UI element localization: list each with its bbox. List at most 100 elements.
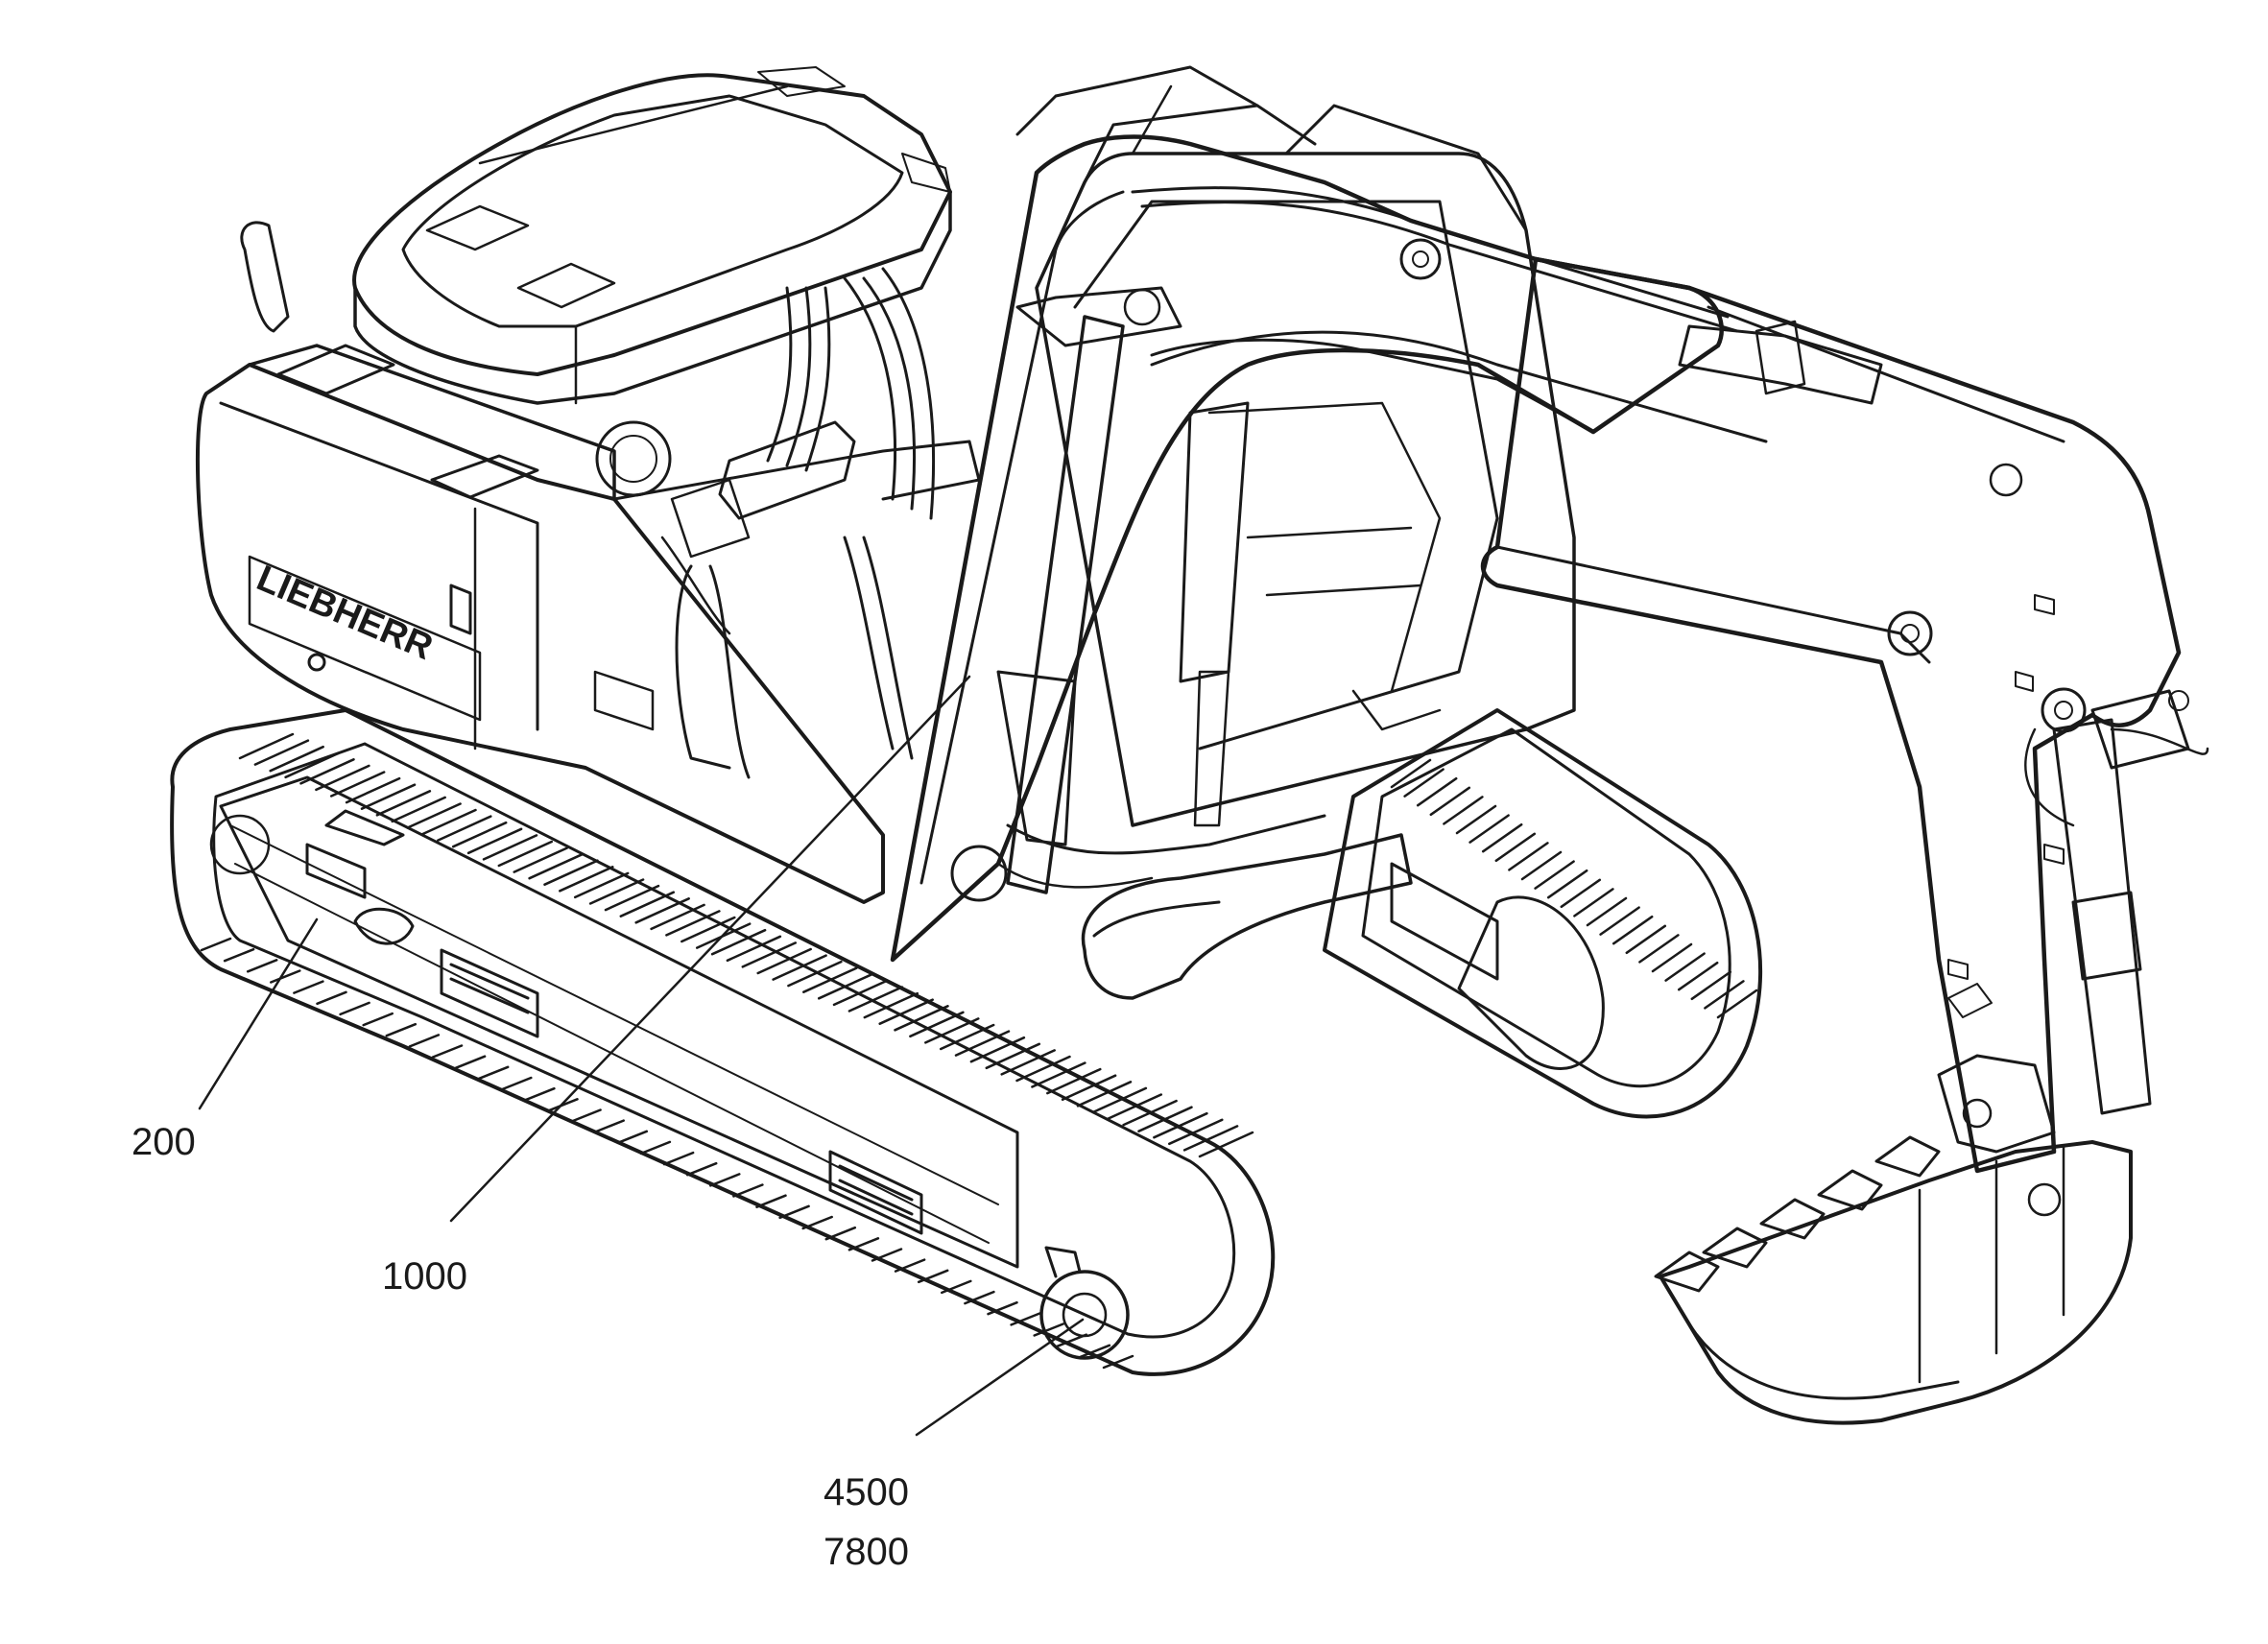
track-grouser [787,960,843,988]
track-shoe [270,969,301,984]
track-grouser [543,859,599,886]
track-grouser [832,979,889,1007]
track-shoe [246,959,278,973]
track-shoe [1010,1312,1041,1326]
track-grouser [1638,934,1680,964]
track-grouser [1468,814,1510,844]
track-shoe [871,1248,903,1262]
track-shoe [824,1226,857,1241]
track-grouser [863,991,919,1019]
cab [1015,65,1576,827]
track-shoe [941,1279,972,1295]
callout-4500: 4500 [824,1471,909,1513]
track-grouser [634,897,690,924]
track-grouser [1031,1061,1086,1088]
track-grouser [1677,961,1719,991]
track-grouser [1182,1125,1239,1152]
track-grouser [466,827,523,855]
track-grouser [1107,1093,1163,1120]
track-grouser [894,1005,949,1032]
track-grouser [772,954,827,981]
track-grouser [1122,1099,1178,1127]
track-grouser [1076,1081,1133,1108]
track-grouser [619,891,676,917]
track-grouser [741,941,798,968]
track-shoe [987,1300,1018,1316]
track-grouser [406,802,462,829]
track-grouser [756,947,812,975]
track-grouser [1153,1111,1208,1139]
track-grouser [1091,1086,1148,1114]
track-shoe [917,1269,949,1284]
leader-1000 [449,675,971,1223]
track-grouser [421,808,477,836]
track-grouser [1546,869,1588,899]
track-grouser [1534,860,1575,890]
track-grouser [1390,758,1432,789]
track-grouser [665,910,721,937]
track-shoe [964,1290,995,1305]
track-grouser [817,973,873,1000]
track-shoe [639,1140,672,1156]
track-grouser [1560,878,1602,909]
track-grouser [588,878,645,905]
track-grouser [559,866,614,893]
track-grouser [253,739,310,766]
track-grouser [954,1030,1011,1057]
track-grouser [1625,924,1667,955]
track-grouser [909,1011,965,1038]
track-shoe [662,1151,695,1166]
track-shoe [362,1012,394,1027]
track-grouser [284,751,340,779]
track-grouser [1429,786,1471,817]
track-grouser [391,796,446,823]
track-grouser [1481,822,1523,853]
left-track [170,708,1276,1376]
track-grouser [650,903,705,931]
track-grouser [604,884,660,912]
track-shoe [477,1065,510,1081]
leader-4500-7800 [915,1318,1085,1437]
track-shoe [524,1086,556,1102]
track-grouser [360,783,417,810]
track-shoe [894,1258,926,1273]
track-shoe [848,1237,880,1251]
track-grouser [802,966,858,993]
track-shoe [223,947,255,963]
track-grouser [726,935,782,963]
track-shoe [778,1204,810,1220]
track-grouser [513,846,568,873]
track-grouser [878,998,934,1025]
track-grouser [1403,768,1444,798]
track-grouser [848,986,904,1013]
track-shoe [339,1001,370,1016]
track-shoe [1033,1322,1064,1337]
track-grouser [238,732,295,760]
track-grouser [1586,896,1628,927]
track-grouser [1443,796,1484,825]
car-body [996,814,1413,1000]
track-grouser [1455,804,1497,835]
track-grouser [482,834,538,861]
track-grouser [1611,915,1654,945]
track-grouser [1704,980,1745,1010]
track-grouser [680,916,736,943]
track-grouser [528,852,584,880]
track-grouser [1168,1118,1224,1146]
boom-cylinder [996,286,1250,894]
track-grouser [497,840,554,868]
track-grouser [269,745,324,773]
track-shoe [755,1194,787,1208]
callout-7800: 7800 [824,1531,909,1573]
leader-200 [198,917,319,1110]
track-shoe [385,1022,418,1037]
track-grouser [939,1023,995,1051]
track-grouser [1198,1131,1254,1158]
track-shoe [1102,1354,1134,1370]
track-grouser [437,815,492,842]
track-grouser [375,790,432,817]
track-grouser [924,1017,980,1044]
track-shoe [408,1034,441,1048]
